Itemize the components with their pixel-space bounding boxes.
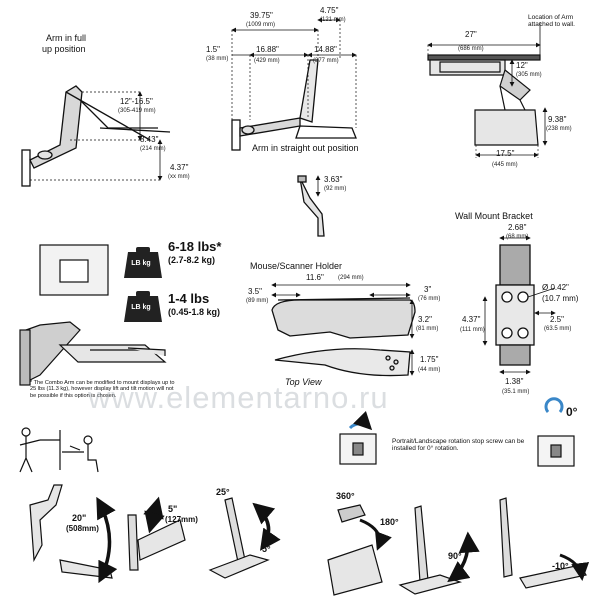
motion-a5: 90° <box>448 551 462 561</box>
label-wall-bracket: Wall Mount Bracket <box>455 211 533 221</box>
dim-d6: 1.5" <box>206 45 220 54</box>
arm-full-up-drawing <box>21 85 171 187</box>
dim-d2: 8.43" <box>140 135 159 144</box>
dim-d3: 4.37" <box>170 163 189 172</box>
small-arm-drawing <box>297 175 325 237</box>
dim-d4: 39.75" <box>250 11 273 20</box>
dim-d5: 4.75" <box>320 6 339 15</box>
dim-d1: 12"-16.5" <box>120 97 153 106</box>
label-top-view: Top View <box>285 377 322 387</box>
motion-a1: 25° <box>216 487 230 497</box>
wall-bracket-drawing <box>495 244 535 366</box>
motion-row-drawing <box>19 427 590 596</box>
dim-d7: 16.88" <box>256 45 279 54</box>
motion-m2-sub: (127mm) <box>165 515 198 524</box>
motion-a6: -10° <box>552 561 569 571</box>
label-arm-full-up-line1: Arm in full <box>46 33 87 43</box>
label-rotation-note: Portrait/Landscape rotation stop screw c… <box>392 438 525 453</box>
dim-d6-sub: (38 mm) <box>206 56 229 62</box>
label-arm-straight: Arm in straight out position <box>252 143 359 153</box>
dim-d19: 2.68" <box>508 223 527 232</box>
dim-d23: 1.38" <box>505 377 524 386</box>
dim-d20: Ø 0.42" <box>542 283 569 292</box>
dim-d13: 3.63" <box>324 175 343 184</box>
dim-d9-sub: (686 mm) <box>458 46 484 52</box>
motion-a2: 5° <box>262 544 271 554</box>
motion-a3: 360° <box>336 491 355 501</box>
dim-d11: 9.38" <box>548 115 567 124</box>
dim-d12: 17.5" <box>496 149 515 158</box>
dim-d22-sub: (63.5 mm) <box>544 326 572 332</box>
weight-w1: 6-18 lbs* <box>168 239 222 254</box>
dim-d8: 14.88" <box>314 45 337 54</box>
label-location-arm: Location of Arm attached to wall. <box>528 14 575 29</box>
dim-d17-sub: (81 mm) <box>416 326 439 332</box>
dim-d15-sub: (89 mm) <box>246 298 269 304</box>
dim-d5-sub: (121 mm) <box>320 17 346 23</box>
dim-d19-sub: (68 mm) <box>506 234 529 240</box>
dim-d13-sub: (92 mm) <box>324 186 347 192</box>
dim-d16: 3" <box>424 285 432 294</box>
dim-d10-sub: (305 mm) <box>516 72 542 78</box>
dim-d1-sub: (305-419 mm) <box>118 108 156 114</box>
dim-d23-sub: (35.1 mm) <box>502 389 530 395</box>
dim-d14: 11.6" <box>306 273 324 282</box>
label-mouse-holder: Mouse/Scanner Holder <box>250 261 343 271</box>
motion-m1: 20" <box>72 513 87 523</box>
dim-d3-sub: (xx mm) <box>168 174 190 180</box>
dim-d11-sub: (238 mm) <box>546 126 572 132</box>
label-combo-note: * The Combo Arm can be modified to mount… <box>30 380 175 399</box>
watermark: www.elementarno.ru <box>88 380 389 415</box>
dim-d17: 3.2" <box>418 315 432 324</box>
dim-d4-sub: (1009 mm) <box>246 22 276 28</box>
dim-d20-sub: (10.7 mm) <box>542 294 579 303</box>
dim-d14-sub: (294 mm) <box>338 275 364 281</box>
weight-icon-1 <box>124 247 162 278</box>
weight-icon-1-text: LB kg <box>131 260 151 267</box>
dim-d18: 1.75" <box>420 355 439 364</box>
weight-icon-2-text: LB kg <box>131 304 151 311</box>
weight-icon-2 <box>124 291 162 322</box>
dim-d21: 4.37" <box>462 315 481 324</box>
dim-d9: 27" <box>465 30 477 39</box>
dim-d2-sub: (214 mm) <box>140 146 166 152</box>
dim-d12-sub: (445 mm) <box>492 162 518 168</box>
motion-a4: 180° <box>380 517 399 527</box>
dim-d8-sub: (377 mm) <box>313 58 339 64</box>
dim-d22: 2.5" <box>550 315 564 324</box>
label-arm-full-up-line2: up position <box>42 44 86 54</box>
wall-top-view-drawing <box>427 54 541 146</box>
mouse-holder-drawing <box>271 297 416 377</box>
dim-d18-sub: (44 mm) <box>418 367 441 373</box>
motion-m2: 5" <box>168 504 178 514</box>
dim-d16-sub: (76 mm) <box>418 296 441 302</box>
combo-workstation-drawing <box>19 244 167 386</box>
rotation-diagram <box>339 397 575 467</box>
arm-straight-drawing <box>231 59 357 151</box>
dim-d15: 3.5" <box>248 287 262 296</box>
dim-d10: 12" <box>516 61 528 70</box>
motion-m1-sub: (508mm) <box>66 524 99 533</box>
weight-w1-sub: (2.7-8.2 kg) <box>168 255 216 265</box>
weight-w2: 1-4 lbs <box>168 291 210 306</box>
motion-rot0: 0° <box>566 405 578 419</box>
weight-w2-sub: (0.45-1.8 kg) <box>168 307 221 317</box>
dim-d7-sub: (429 mm) <box>254 58 280 64</box>
dim-d21-sub: (111 mm) <box>460 327 485 333</box>
